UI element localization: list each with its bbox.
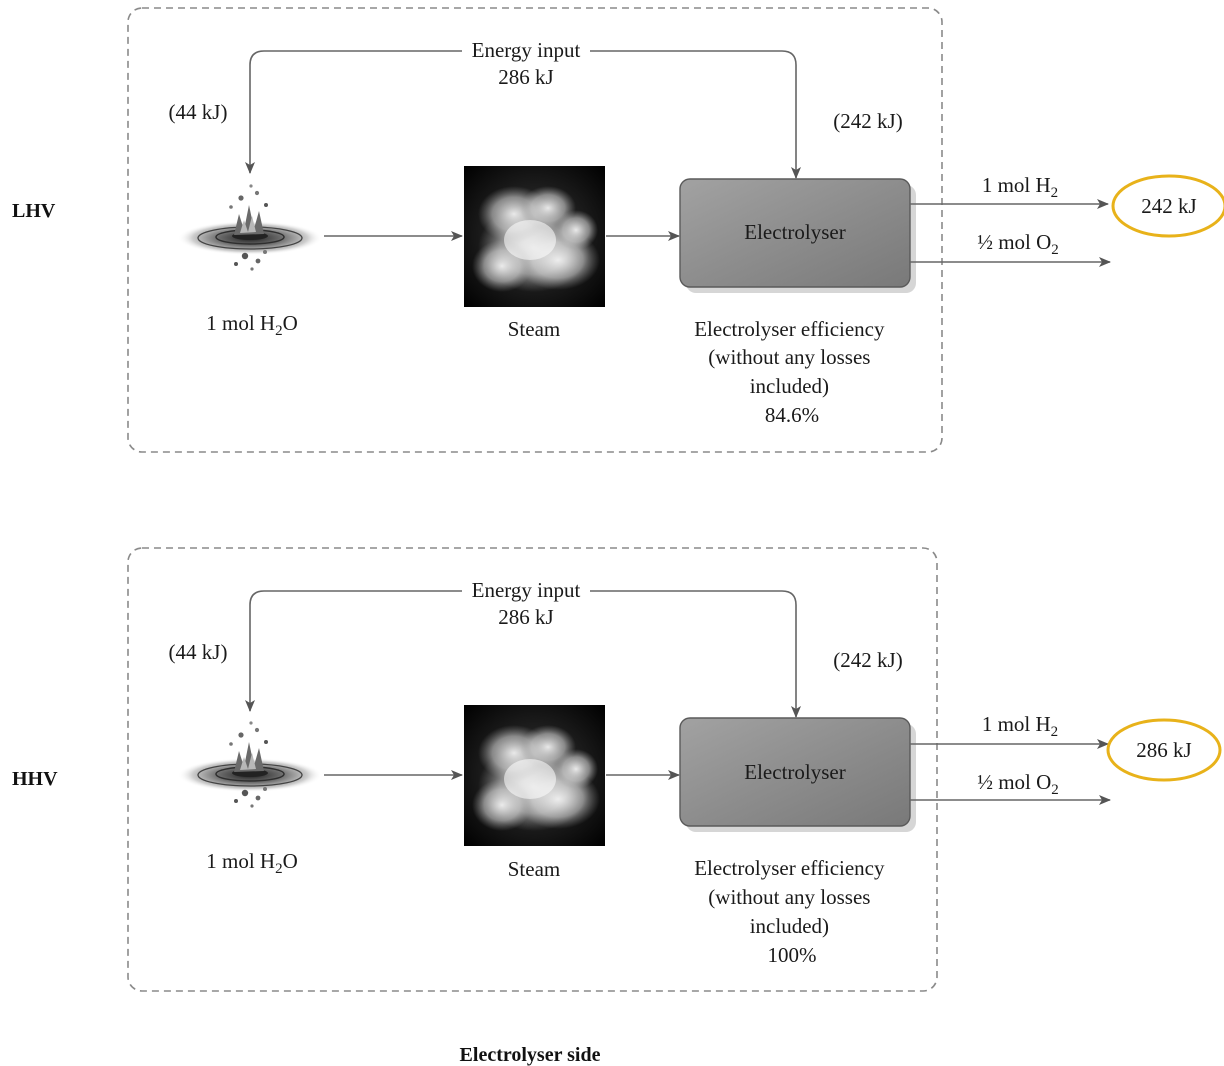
- lhv-left-energy: (44 kJ): [169, 100, 228, 124]
- lhv-right-energy: (242 kJ): [833, 109, 902, 133]
- lhv-result-value: 242 kJ: [1141, 194, 1196, 218]
- steam-cloud-icon: [464, 705, 605, 846]
- hhv-electrolyser-label: Electrolyser: [744, 760, 845, 784]
- lhv-energy-input-label: Energy input: [472, 38, 581, 62]
- lhv-electrolyser-box: [679, 178, 911, 288]
- hhv-frame: [127, 547, 938, 992]
- water-splash-icon: [177, 183, 323, 272]
- hhv-water-label: 1 mol H2O: [206, 849, 298, 877]
- hhv-energy-arrow-left: [245, 590, 462, 712]
- lhv-steam-label: Steam: [508, 317, 561, 341]
- hhv-energy-arrow-right: [590, 590, 801, 718]
- hhv-o2-label: ½ mol O2: [977, 770, 1059, 798]
- lhv-o2-label: ½ mol O2: [977, 230, 1059, 258]
- lhv-panel: LHV Energy input 286 kJ (44 kJ) (242 kJ)…: [12, 7, 1224, 453]
- hhv-energy-input-value: 286 kJ: [498, 605, 553, 629]
- lhv-efficiency-text: Electrolyser efficiency (without any los…: [694, 317, 890, 427]
- hhv-left-energy: (44 kJ): [169, 640, 228, 664]
- water-splash-icon: [177, 720, 323, 809]
- steam-cloud-icon: [464, 166, 605, 307]
- hhv-result-value: 286 kJ: [1136, 738, 1191, 762]
- lhv-side-label: LHV: [12, 200, 56, 222]
- lhv-energy-input-value: 286 kJ: [498, 65, 553, 89]
- hhv-right-energy: (242 kJ): [833, 648, 902, 672]
- lhv-frame: [127, 7, 943, 453]
- lhv-energy-arrow-right: [590, 50, 801, 179]
- hhv-h2-label: 1 mol H2: [982, 712, 1058, 740]
- hhv-panel: HHV Energy input 286 kJ (44 kJ) (242 kJ)…: [12, 547, 1222, 992]
- lhv-water-label: 1 mol H2O: [206, 311, 298, 339]
- hhv-steam-label: Steam: [508, 857, 561, 881]
- hhv-efficiency-text: Electrolyser efficiency (without any los…: [694, 856, 890, 967]
- lhv-energy-arrow-left: [245, 50, 462, 174]
- figure-caption: Electrolyser side: [460, 1044, 601, 1066]
- lhv-result-oval: [1111, 174, 1224, 238]
- lhv-h2-label: 1 mol H2: [982, 173, 1058, 201]
- hhv-side-label: HHV: [12, 768, 58, 790]
- hhv-result-oval: [1106, 718, 1222, 782]
- lhv-electrolyser-label: Electrolyser: [744, 220, 845, 244]
- hhv-energy-input-label: Energy input: [472, 578, 581, 602]
- hhv-electrolyser-box: [679, 717, 911, 827]
